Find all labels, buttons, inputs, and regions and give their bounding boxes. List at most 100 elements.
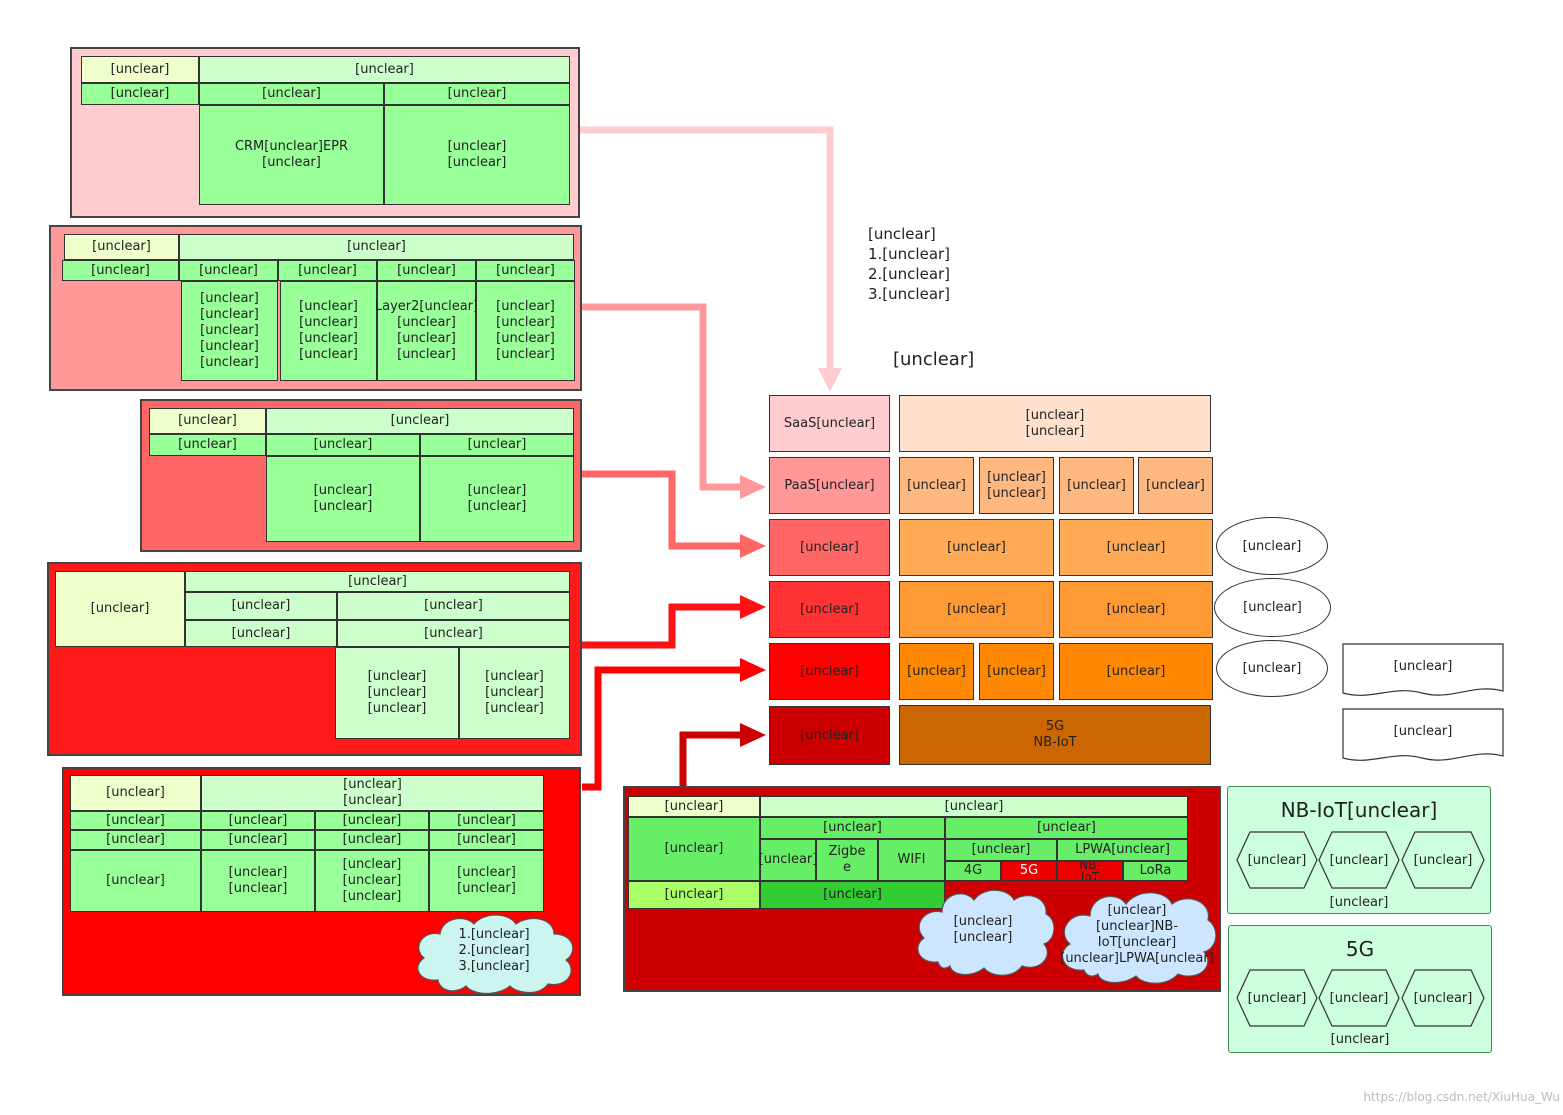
- compute-feat-label: [unclear]: [70, 850, 201, 912]
- comm-scene-label: [unclear]: [628, 881, 760, 909]
- data-arrow: [582, 603, 745, 649]
- blood-ellipse: [unclear]: [1214, 578, 1331, 637]
- architecture-title: [unclear]: [893, 349, 975, 370]
- nbiot-hex-2: [unclear]: [1401, 831, 1485, 889]
- compute-arrow: [582, 666, 745, 791]
- algo-tech-label: [unclear]: [149, 434, 266, 456]
- comm-lpwa-item-1: LoRa: [1123, 861, 1188, 881]
- algo-arrow: [582, 470, 745, 550]
- spine-ellipse: [unclear]: [1216, 640, 1328, 697]
- comm-short-item-2: WIFI: [878, 839, 945, 881]
- comm-support-label: [unclear]: [1393, 724, 1453, 739]
- nbiot-caption: [unclear]: [1329, 895, 1389, 910]
- algo-arrowhead: [740, 534, 766, 558]
- paas-arrow: [582, 303, 745, 491]
- info-support-doc: [unclear]: [1342, 643, 1504, 701]
- layer-algo: [unclear]: [769, 519, 890, 576]
- saas-content: [unclear] [unclear]: [899, 395, 1211, 452]
- paas-dir-label: [unclear]: [64, 234, 179, 260]
- fiveg-hex-1: [unclear]: [1318, 969, 1400, 1027]
- paas-item-0: [unclear]: [899, 457, 974, 514]
- comm-lpwa: LPWA[unclear]: [1057, 839, 1188, 861]
- comm-cellular: [unclear]: [945, 839, 1057, 861]
- compute-feat-1: [unclear] [unclear] [unclear]: [315, 850, 429, 912]
- brain-ellipse: [unclear]: [1216, 517, 1328, 575]
- layer-saas: SaaS[unclear]: [769, 395, 890, 452]
- compute-dir-label: [unclear]: [70, 775, 201, 811]
- compute-cloud: 1.[unclear] 2.[unclear] 3.[unclear]: [408, 908, 580, 994]
- compute-func-1: [unclear]: [315, 830, 429, 850]
- saas-desc-0: CRM[unclear]EPR [unclear]: [199, 105, 384, 205]
- compute-arrowhead: [740, 658, 766, 682]
- layer-comm: [unclear]: [769, 706, 890, 765]
- fiveg-title: 5G: [1345, 937, 1375, 961]
- layer-paas: PaaS[unclear]: [769, 457, 890, 514]
- paas-col-3: [unclear]: [476, 260, 575, 281]
- paas-col-1: [unclear]: [278, 260, 377, 281]
- comm-cell-item-1: 5G: [1001, 861, 1057, 881]
- trend-line-3: 3.[unclear]: [868, 285, 951, 303]
- saas-dir-label: [unclear]: [81, 56, 199, 83]
- trend-line-2: 2.[unclear]: [868, 265, 951, 283]
- algo-desc-0: [unclear] [unclear]: [266, 456, 420, 542]
- data-dir-label: [unclear]: [55, 571, 185, 647]
- compute-tech-0: [unclear]: [201, 811, 315, 830]
- saas-arrowhead: [818, 368, 842, 392]
- saas-dir-value: [unclear]: [199, 56, 570, 83]
- data-row2-0: [unclear]: [185, 620, 337, 647]
- comm-arrow: [679, 731, 745, 787]
- compute-tech-2: [unclear]: [429, 811, 544, 830]
- algo-desc-1: [unclear] [unclear]: [420, 456, 574, 542]
- compute-feat-0: [unclear] [unclear]: [201, 850, 315, 912]
- data-col-0: [unclear]: [185, 592, 337, 620]
- saas-col-1: [unclear]: [384, 83, 570, 105]
- paas-col-2: [unclear]: [377, 260, 476, 281]
- comm-short-item-0: [unclear]: [759, 839, 817, 881]
- data-arrowhead: [740, 595, 766, 619]
- data-desc-1: [unclear] [unclear] [unclear]: [459, 647, 570, 739]
- saas-desc-1: [unclear] [unclear]: [384, 105, 570, 205]
- compute-func-label: [unclear]: [70, 830, 201, 850]
- comm-short-range: [unclear]: [760, 817, 945, 839]
- paas-item-2: [unclear]: [1059, 457, 1134, 514]
- data-desc-0: [unclear] [unclear] [unclear]: [335, 647, 459, 739]
- comm-support-doc: [unclear]: [1342, 708, 1504, 766]
- compute-item-2: [unclear]: [1059, 643, 1213, 700]
- paas-desc-1: [unclear] [unclear] [unclear] [unclear]: [280, 281, 377, 381]
- comm-dir-label: [unclear]: [628, 796, 760, 817]
- layer-compute: [unclear]: [769, 643, 890, 700]
- paas-dir-value: [unclear]: [179, 234, 574, 260]
- data-dir-value: [unclear]: [185, 571, 570, 592]
- fiveg-hex-0: [unclear]: [1236, 969, 1318, 1027]
- compute-tech-1: [unclear]: [315, 811, 429, 830]
- algo-dir-label: [unclear]: [149, 408, 266, 434]
- nbiot-hex-0: [unclear]: [1236, 831, 1318, 889]
- algo-col-0: [unclear]: [266, 434, 420, 456]
- compute-item-1: [unclear]: [979, 643, 1054, 700]
- compute-tech-label: [unclear]: [70, 811, 201, 830]
- info-support-label: [unclear]: [1393, 659, 1453, 674]
- data-row2-1: [unclear]: [337, 620, 570, 647]
- compute-feat-2: [unclear] [unclear]: [429, 850, 544, 912]
- paas-tech-label: [unclear]: [62, 260, 179, 281]
- comm-arrowhead: [740, 723, 766, 747]
- nbiot-title: NB-IoT[unclear]: [1280, 798, 1438, 822]
- paas-item-1: [unclear] [unclear]: [979, 457, 1054, 514]
- paas-item-3: [unclear]: [1138, 457, 1213, 514]
- saas-col-0: [unclear]: [199, 83, 384, 105]
- saas-tech-label: [unclear]: [81, 83, 199, 105]
- data-item-0: [unclear]: [899, 581, 1054, 638]
- comm-cloud-5g: [unclear] [unclear]: [912, 884, 1054, 976]
- comm-short-item-1: Zigbe e: [816, 839, 878, 881]
- comm-lpwa-item-0: NB- IoT: [1057, 861, 1123, 881]
- trend-heading: [unclear]: [868, 225, 936, 243]
- paas-desc-0: [unclear] [unclear] [unclear] [unclear] …: [181, 281, 278, 381]
- comm-cell-item-0: 4G: [945, 861, 1001, 881]
- algo-item-0: [unclear]: [899, 519, 1054, 576]
- comm-wireless-label: [unclear]: [628, 817, 760, 881]
- trend-line-1: 1.[unclear]: [868, 245, 951, 263]
- compute-func-2: [unclear]: [429, 830, 544, 850]
- algo-item-1: [unclear]: [1059, 519, 1213, 576]
- comm-item: 5G NB-IoT: [899, 705, 1211, 765]
